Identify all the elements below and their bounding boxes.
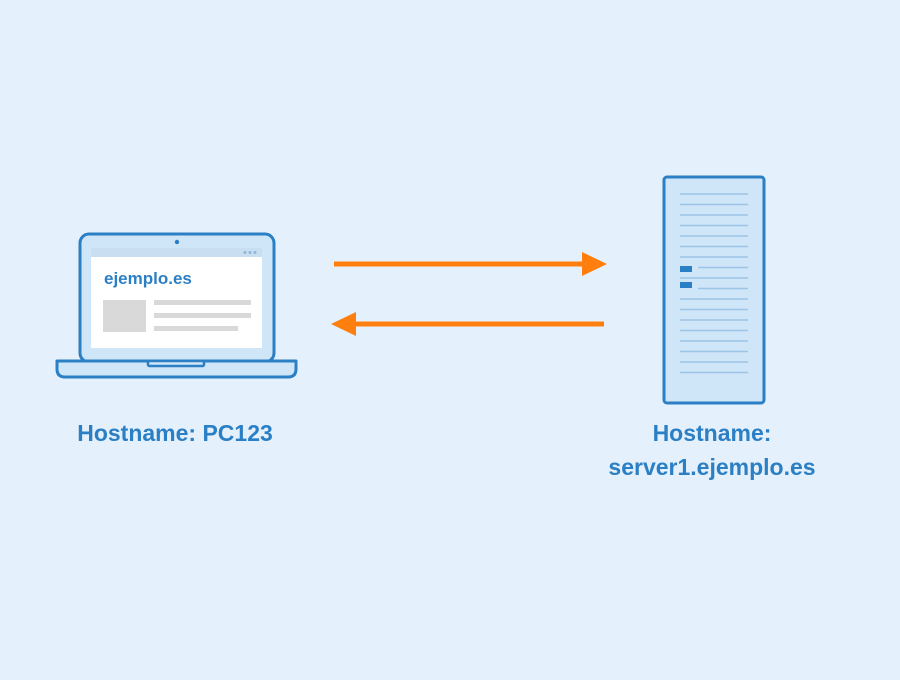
laptop-icon: ejemplo.es [55,232,298,379]
server-hostname-value: server1.ejemplo.es [608,454,816,480]
server-led-2 [680,282,692,288]
page-text-line-2 [154,313,251,318]
page-text-line-3 [154,326,238,331]
server-led-1 [680,266,692,272]
laptop-screen-domain: ejemplo.es [104,269,192,288]
laptop-trackpad-notch [146,359,206,368]
browser-dot-2 [248,251,252,254]
browser-dot-1 [243,251,247,254]
laptop-camera [174,239,180,245]
laptop-screen [91,248,262,348]
laptop-base [55,359,298,379]
server-icon [662,175,766,405]
response-arrow [331,312,604,336]
server-hostname-label: Hostname: server1.ejemplo.es [560,416,864,484]
server-hostname-heading: Hostname: [652,420,772,446]
request-arrow [334,252,607,276]
page-image-placeholder [103,300,146,332]
server-chassis [662,175,766,405]
server-vent-lines [680,193,748,374]
browser-dot-3 [253,251,257,254]
browser-title-bar [91,248,262,257]
laptop-hostname-label: Hostname: PC123 [77,420,273,446]
page-text-line-1 [154,300,251,305]
